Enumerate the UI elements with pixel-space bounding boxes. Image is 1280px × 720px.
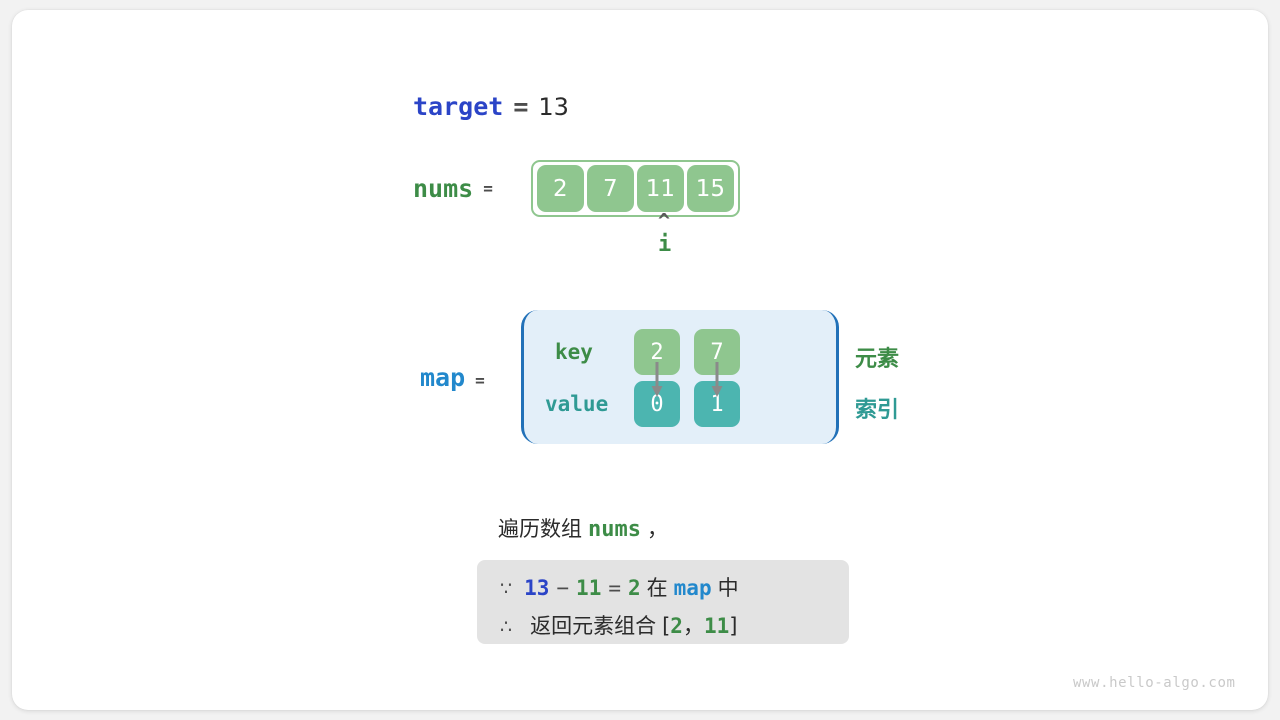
array-container: 2 7 11 15 xyxy=(530,160,740,217)
map-index-side-label: 索引 xyxy=(855,398,900,423)
site-watermark: www.hello-algo.com xyxy=(1073,675,1236,691)
equals-operator: = xyxy=(608,576,621,600)
map-declaration: map = xyxy=(420,363,495,392)
array-cell: 11 xyxy=(636,165,684,212)
conclusion-return-text: 返回元素组合 xyxy=(530,614,657,638)
map-key-cell: 2 xyxy=(634,329,680,375)
conclusion-target-value: 13 xyxy=(524,576,550,600)
target-variable-name: target xyxy=(413,92,504,121)
caption-code-nums: nums xyxy=(588,517,641,542)
map-variable-name: map xyxy=(420,363,466,392)
conclusion-line-1: ∵ 13 − 11 = 2 在 map 中 xyxy=(500,572,745,602)
minus-operator: − xyxy=(556,576,570,600)
nums-variable-name: nums xyxy=(413,174,474,203)
target-equals-sign: = xyxy=(513,92,529,121)
conclusion-complement-value: 2 xyxy=(628,576,641,600)
caption-text: 遍历数组 nums ， xyxy=(492,513,674,543)
index-pointer-caret-icon: ^ xyxy=(658,209,671,233)
result-open-bracket: [ xyxy=(662,614,671,638)
result-comma: ， xyxy=(682,614,704,638)
target-value: 13 xyxy=(538,93,569,121)
target-declaration: target = 13 xyxy=(413,92,569,121)
map-key-row-label: key xyxy=(555,340,593,364)
result-first-value: 2 xyxy=(670,614,683,638)
because-symbol-icon: ∵ xyxy=(500,578,513,600)
map-element-side-label: 元素 xyxy=(855,347,900,372)
map-container xyxy=(521,310,839,444)
conclusion-line-2: ∴ 返回元素组合 [ 2 ， 11 ] xyxy=(500,610,737,640)
array-cell: 7 xyxy=(586,165,634,212)
caption-suffix: ， xyxy=(646,517,668,541)
map-value-row-label: value xyxy=(545,392,609,416)
index-pointer-label: i xyxy=(658,232,672,257)
key-to-value-arrow-icon xyxy=(711,362,723,397)
map-equals-sign: = xyxy=(475,371,485,390)
array-cell: 2 xyxy=(536,165,584,212)
caption-prefix: 遍历数组 xyxy=(498,517,582,541)
conclusion-map-name: map xyxy=(673,576,712,600)
nums-equals-sign: = xyxy=(483,179,493,198)
conclusion-in-word: 在 xyxy=(646,576,668,600)
key-to-value-arrow-icon xyxy=(651,362,663,397)
result-second-value: 11 xyxy=(703,614,730,638)
result-close-bracket: ] xyxy=(729,614,738,638)
nums-declaration: nums = 2 7 11 15 xyxy=(413,160,740,217)
array-cell: 15 xyxy=(686,165,734,212)
conclusion-box xyxy=(477,560,849,644)
conclusion-line1-tail: 中 xyxy=(717,576,739,600)
conclusion-current-value: 11 xyxy=(576,576,602,600)
therefore-symbol-icon: ∴ xyxy=(500,616,513,638)
